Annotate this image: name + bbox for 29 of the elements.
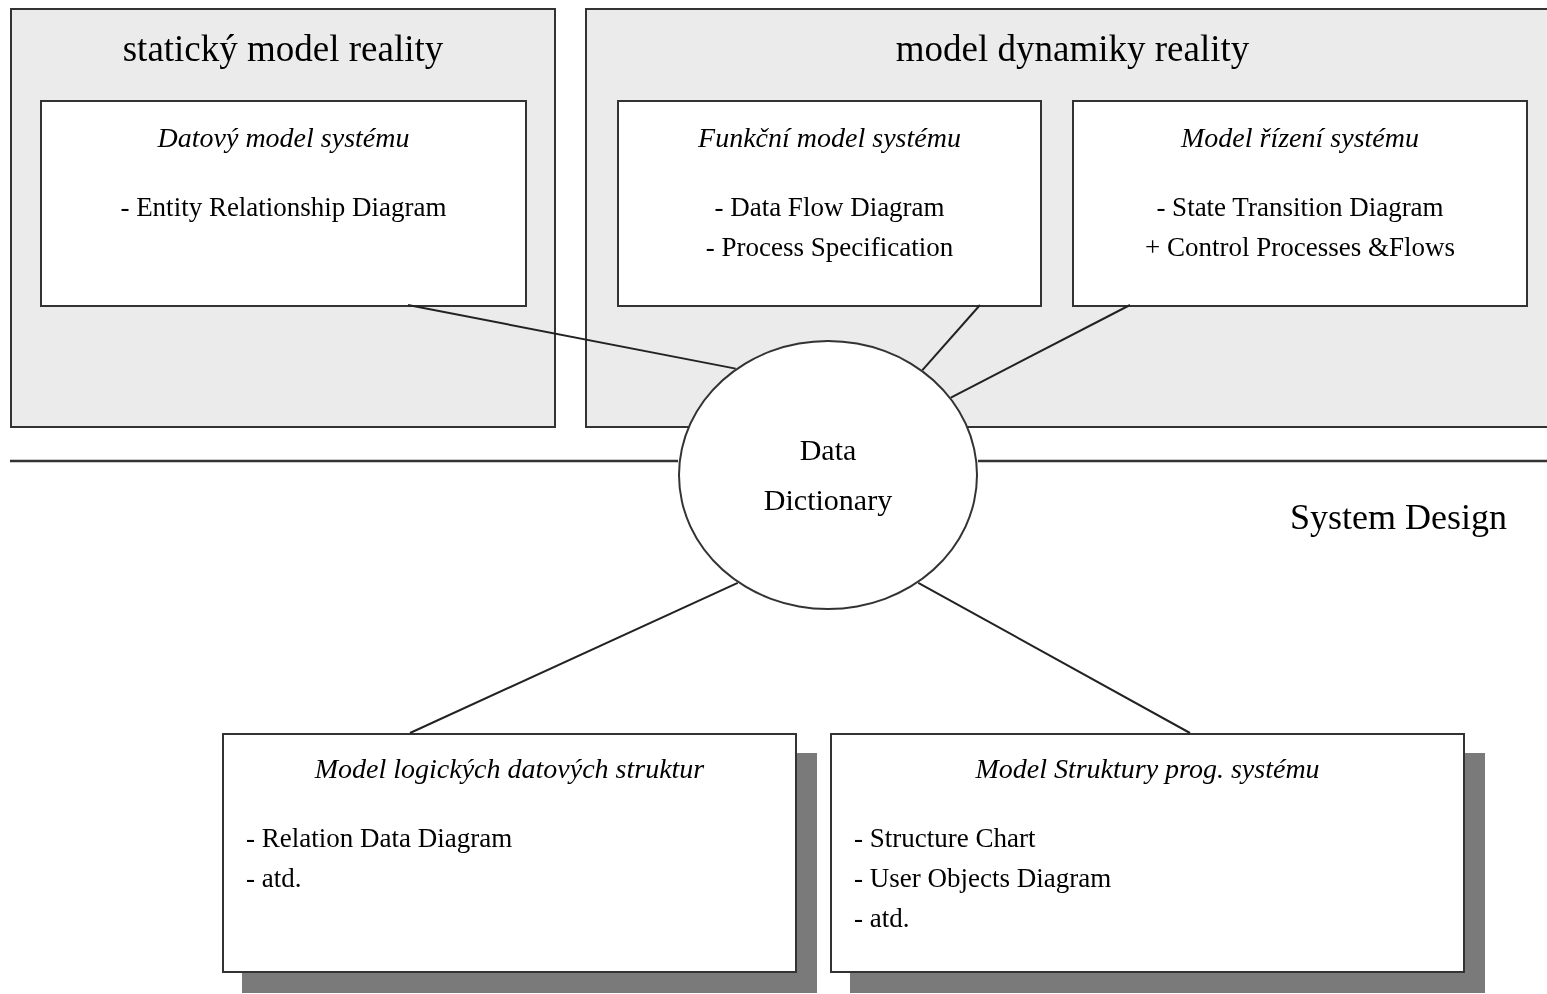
group-panel — [585, 8, 1547, 428]
ellipse-text: Data Dictionary — [762, 432, 894, 518]
list-item: - Entity Relationship Diagram — [119, 191, 448, 224]
box-heading: Model logických datových struktur — [313, 752, 706, 786]
list-item: - atd. — [853, 902, 911, 935]
box-heading: Funkční model systému — [697, 121, 962, 155]
box-heading: Model řízení systému — [1179, 121, 1420, 155]
list-item: - State Transition Diagram — [1155, 191, 1445, 224]
list-item: - atd. — [245, 862, 303, 895]
panel-title: model dynamiky reality — [894, 27, 1251, 71]
list-item: - Process Specification — [704, 231, 955, 264]
connector-line — [921, 304, 981, 372]
connector-line — [917, 581, 1191, 734]
connector-line — [407, 304, 737, 370]
section-label: System Design — [1290, 496, 1507, 539]
connector-line — [949, 304, 1131, 399]
list-item: - Structure Chart — [853, 822, 1037, 855]
list-item: - Data Flow Diagram — [713, 191, 946, 224]
list-item: + Control Processes &Flows — [1144, 231, 1456, 264]
panel-title: statický model reality — [121, 27, 445, 71]
box-heading: Model Struktury prog. systému — [974, 752, 1321, 786]
box-heading: Datový model systému — [156, 121, 411, 155]
model-box — [617, 100, 1042, 307]
model-box — [1072, 100, 1528, 307]
list-item: - Relation Data Diagram — [245, 822, 514, 855]
list-item: - User Objects Diagram — [853, 862, 1113, 895]
model-box — [40, 100, 527, 307]
group-panel — [10, 8, 556, 428]
connector-line — [409, 581, 739, 734]
